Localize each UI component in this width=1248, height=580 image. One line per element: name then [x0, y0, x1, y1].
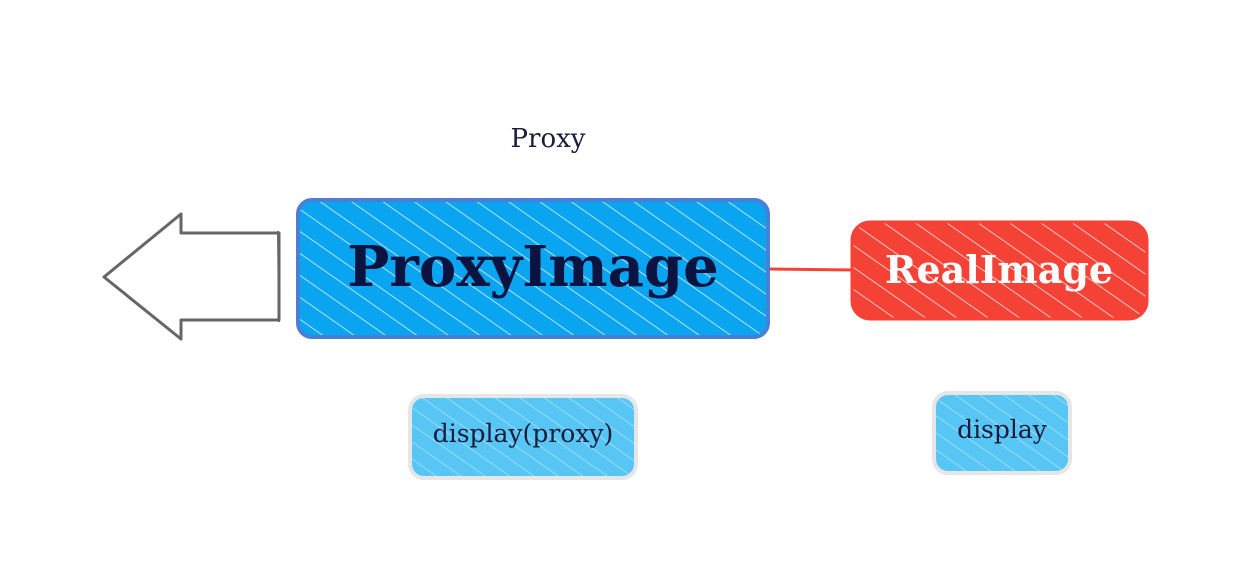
diagram-title: Proxy	[510, 124, 586, 154]
real-image-label: RealImage	[884, 247, 1114, 292]
connector-line	[767, 267, 854, 272]
display-node[interactable]	[932, 391, 1072, 475]
proxy-image-node[interactable]	[296, 198, 770, 339]
display-proxy-node[interactable]	[408, 394, 638, 480]
left-arrow-icon	[102, 212, 281, 341]
display-label: display	[957, 415, 1047, 444]
real-image-node[interactable]	[850, 220, 1149, 321]
proxy-image-label: ProxyImage	[347, 234, 719, 300]
display-proxy-label: display(proxy)	[432, 419, 614, 448]
